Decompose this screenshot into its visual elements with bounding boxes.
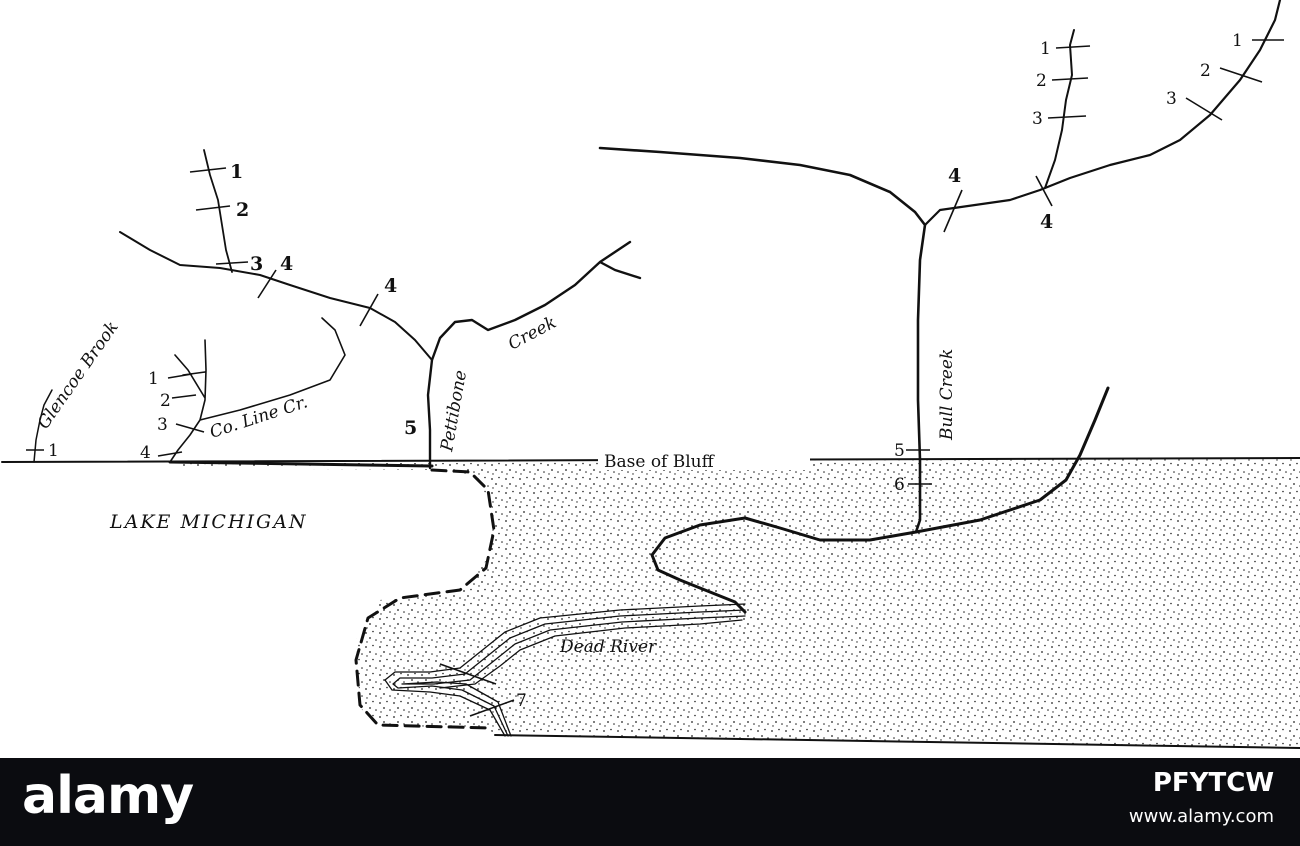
bull-station-5: 5 (894, 441, 905, 461)
bull-station-6: 6 (894, 475, 905, 495)
coline-tick-1 (167, 373, 193, 379)
stock-url: www.alamy.com (1128, 806, 1274, 827)
stock-watermark-bar: alamy PFYTCW www.alamy.com (0, 758, 1300, 846)
bull-station-4a: 4 (948, 165, 961, 187)
dead-river-tick-7b (469, 699, 515, 717)
bull-a-station-3: 3 (1032, 109, 1043, 129)
bull-creek-east-branch (923, 0, 1282, 227)
co-line-creek (169, 317, 346, 463)
glencoe-brook (33, 389, 53, 463)
former-shoreline (354, 468, 496, 730)
coline-station-1: 1 (148, 369, 159, 389)
drainage-map: 1 Glencoe Brook 1 2 3 4 Co. Line Cr. 1 2… (1, 0, 1300, 749)
bull-b-station-3: 3 (1166, 89, 1177, 109)
pettibone-creek-word: Creek (505, 313, 560, 355)
pettibone-station-5: 5 (404, 417, 417, 439)
bull-tick-4b (1035, 175, 1053, 207)
pettibone-west-branch (119, 231, 433, 361)
pettibone-station-4b: 4 (384, 275, 397, 297)
glencoe-station-1: 1 (48, 441, 59, 461)
bull-station-4b: 4 (1040, 211, 1053, 233)
pettibone-tick-3 (215, 261, 249, 265)
bull-b-station-1: 1 (1232, 31, 1243, 51)
dead-river-estuary (384, 603, 746, 737)
pettibone-north-branch (203, 149, 233, 273)
coline-tick-3 (175, 423, 205, 433)
coline-tick-2 (171, 394, 197, 399)
base-of-bluff-label: Base of Bluff (604, 452, 716, 472)
pettibone-station-4a: 4 (280, 253, 293, 275)
bull-a-tick-3 (1047, 115, 1087, 119)
bull-creek-north-branch (1044, 29, 1075, 189)
base-of-bluff-label-bg (598, 450, 810, 470)
pettibone-tick-1 (189, 167, 227, 173)
bull-creek-label: Bull Creek (937, 349, 957, 441)
bull-a-tick-2 (1051, 77, 1089, 81)
lake-shore-edge (168, 460, 434, 468)
glencoe-brook-label: Glencoe Brook (34, 318, 123, 433)
bull-b-tick-2 (1219, 67, 1263, 83)
pettibone-station-1: 1 (230, 161, 243, 183)
bull-b-station-2: 2 (1200, 61, 1211, 81)
pettibone-tick-4b (359, 293, 379, 327)
dead-river-station-7: 7 (516, 691, 527, 711)
bull-a-station-2: 2 (1036, 71, 1047, 91)
bull-a-station-1: 1 (1040, 39, 1051, 59)
pettibone-tick-2 (195, 205, 231, 211)
lake-michigan-label: LAKE MICHIGAN (109, 511, 308, 533)
coline-station-4: 4 (140, 443, 151, 463)
co-line-creek-label: Co. Line Cr. (207, 392, 310, 442)
pettibone-creek (426, 240, 642, 470)
pettibone-label: Pettibone (437, 369, 471, 454)
swamp-bottom-edge (494, 734, 1300, 749)
coline-tick-4 (157, 451, 183, 457)
swamp-area (356, 458, 1300, 748)
pettibone-station-2: 2 (236, 199, 249, 221)
bull-tick-4a (943, 189, 963, 233)
coline-station-3: 3 (157, 415, 168, 435)
pettibone-station-3: 3 (250, 253, 263, 275)
dead-river-label: Dead River (559, 637, 657, 657)
pettibone-tick-4a (257, 269, 277, 299)
dead-river-tick-7a (439, 663, 497, 685)
alamy-logo: alamy (22, 766, 194, 826)
stock-image-id: PFYTCW (1152, 768, 1274, 798)
coline-station-2: 2 (160, 391, 171, 411)
bull-a-tick-1 (1055, 45, 1091, 49)
bull-b-tick-3 (1185, 97, 1223, 121)
dead-river-channel (650, 386, 1110, 614)
